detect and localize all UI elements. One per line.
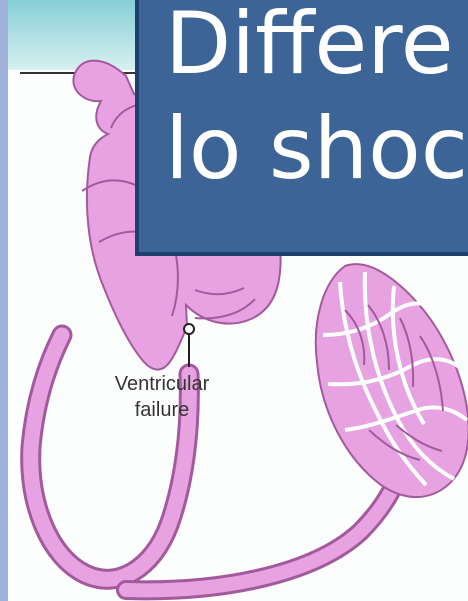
capillary-bed xyxy=(316,264,468,497)
ventricular-failure-label: Ventricular failure xyxy=(100,371,224,423)
title-box: Differe lo shoc xyxy=(135,0,468,256)
slide-title: Differe lo shoc xyxy=(165,0,468,202)
failure-marker xyxy=(184,324,194,367)
